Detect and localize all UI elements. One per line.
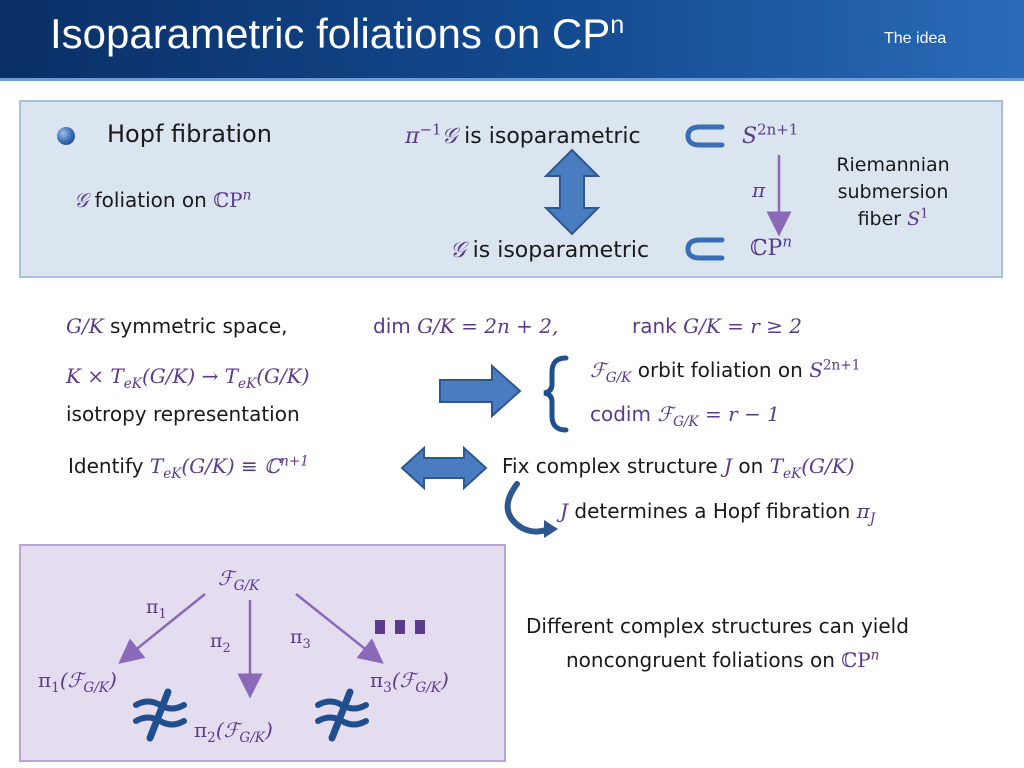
rank-line: rank G/K = r ≥ 2 <box>632 314 802 338</box>
slide-title: Isoparametric foliations on CPn <box>50 10 625 57</box>
identification-double-arrow-icon <box>400 445 488 491</box>
isotropy-label: isotropy representation <box>66 402 300 426</box>
diagram-pi1-label: π1 <box>146 596 167 622</box>
conclusion-line-1: Different complex structures can yield <box>526 614 909 638</box>
ellipsis-icon <box>375 620 425 634</box>
slide-header: Isoparametric foliations on CPn The idea <box>0 0 1024 81</box>
hopf-fibration-label: Hopf fibration <box>107 120 272 148</box>
conclusion-line-2: noncongruent foliations on ℂPn <box>566 647 880 672</box>
g-isoparametric: 𝒢 is isoparametric <box>450 238 650 263</box>
sphere-label: S2n+1 <box>742 120 799 149</box>
isotropy-map: K × TeK(G/K) → TeK(G/K) <box>66 364 310 392</box>
section-label: The idea <box>884 30 947 47</box>
hopf-determination-line: J determines a Hopf fibration πJ <box>560 499 876 527</box>
diagram-foliation-label: ℱG/K <box>218 566 260 594</box>
diagram-pi2-label: π2 <box>210 630 231 656</box>
not-congruent-icon-left <box>133 688 187 742</box>
inclusion-icon-bottom <box>685 237 725 261</box>
left-brace-icon <box>543 355 569 433</box>
projection-pi: π <box>752 178 766 202</box>
curved-arrow-head-icon <box>544 520 558 538</box>
diagram-image-1: π1(ℱG/K) <box>38 668 117 696</box>
foliation-on-cpn: 𝒢 foliation on ℂPn <box>74 187 252 212</box>
diagram-pi3-label: π3 <box>290 626 311 652</box>
hopf-fibration-box <box>19 100 1003 278</box>
dim-line: dim G/K = 2n + 2, <box>373 314 559 338</box>
identify-line: Identify TeK(G/K) ≡ ℂn+1 <box>68 453 309 482</box>
diagram-arrow-pi3 <box>295 593 384 664</box>
diagram-arrow-pi1 <box>118 593 206 664</box>
symmetric-space-line: G/K symmetric space, <box>66 314 288 338</box>
cpn-label: ℂPn <box>750 232 792 261</box>
equivalence-double-arrow-icon <box>543 148 601 236</box>
inclusion-icon-top <box>685 124 725 148</box>
diagram-image-3: π3(ℱG/K) <box>370 668 449 696</box>
codim-line: codim ℱG/K = r − 1 <box>590 402 780 430</box>
orbit-foliation-line: ℱG/K orbit foliation on S2n+1 <box>590 357 861 386</box>
projection-diagram-box <box>19 544 506 762</box>
not-congruent-icon-right <box>315 688 369 742</box>
implies-arrow-icon <box>439 363 522 419</box>
fix-complex-structure-line: Fix complex structure J on TeK(G/K) <box>502 454 855 482</box>
preimage-isoparametric: π−1𝒢 is isoparametric <box>405 120 641 149</box>
riemannian-submersion-note: Riemannian submersion fiber S1 <box>836 154 950 230</box>
curved-arrow-icon <box>504 481 549 535</box>
diagram-image-2: π2(ℱG/K) <box>194 718 273 746</box>
bullet-icon <box>57 127 75 145</box>
